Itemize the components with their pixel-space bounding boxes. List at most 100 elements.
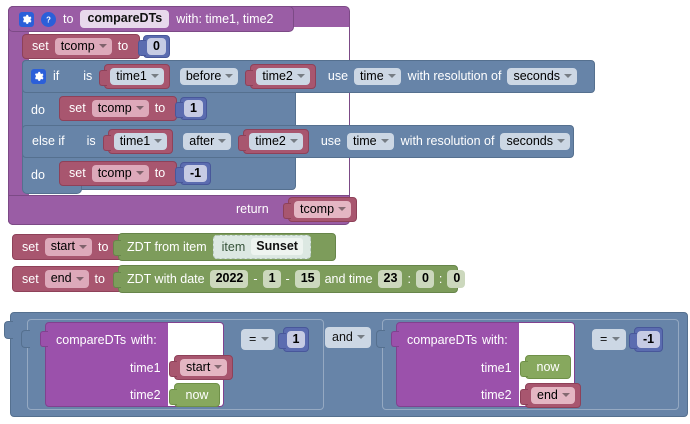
return-variable-block[interactable]: tcomp <box>283 197 358 222</box>
resolution-label: with resolution of <box>407 69 502 84</box>
date-separator-2: - <box>285 271 290 286</box>
now-label: now <box>185 388 209 402</box>
to-label: to <box>154 101 166 116</box>
variable-dropdown-tcomp[interactable]: tcomp <box>91 99 149 118</box>
comparator-dropdown-left[interactable]: = <box>241 329 276 350</box>
number-value[interactable]: -1 <box>183 164 208 183</box>
variable-dropdown[interactable]: end <box>531 386 575 405</box>
input-tab <box>113 272 121 288</box>
operator-dropdown-after[interactable]: after <box>183 132 232 151</box>
to-label: to <box>98 239 109 254</box>
output-tab <box>4 321 13 339</box>
variable-block-start[interactable]: start <box>169 355 234 380</box>
zdt-with-date-block[interactable]: ZDT with date 2022 - 1 - 15 and time 23 … <box>113 265 466 293</box>
month-field[interactable]: 1 <box>262 270 281 288</box>
variable-dropdown-end[interactable]: end <box>44 270 89 288</box>
item-sunset-block[interactable]: item Sunset <box>212 235 311 259</box>
variable-dropdown-tcomp[interactable]: tcomp <box>54 37 112 56</box>
call-right-name: compareDTs <box>407 333 478 347</box>
number-block-compare-left[interactable]: 1 <box>278 327 309 352</box>
elseif-label: else if <box>32 134 65 149</box>
input-tab <box>391 331 399 347</box>
variable-dropdown[interactable]: time1 <box>113 132 168 151</box>
help-icon[interactable]: ? <box>41 11 56 27</box>
input-tab <box>629 333 637 349</box>
set-tcomp-block-1[interactable]: set tcomp to <box>59 96 177 121</box>
number-block-1[interactable]: 1 <box>175 97 207 120</box>
to-label: to <box>154 166 166 181</box>
number-block-minus1[interactable]: -1 <box>175 162 211 185</box>
variable-dropdown[interactable]: time2 <box>249 132 303 151</box>
if-condition-row-2[interactable]: else if is time1 after time2 use time <box>22 125 574 158</box>
second-field[interactable]: 0 <box>447 270 466 288</box>
variable-block-time1[interactable]: time1 <box>99 64 170 89</box>
call-right-arg1-label: time1 <box>481 361 512 375</box>
day-field[interactable]: 15 <box>294 270 320 288</box>
operator-dropdown-before[interactable]: before <box>179 67 239 86</box>
return-label: return <box>236 202 269 216</box>
number-value[interactable]: -1 <box>636 330 661 349</box>
variable-dropdown[interactable]: time2 <box>256 67 310 86</box>
item-value[interactable]: Sunset <box>251 238 303 255</box>
gear-icon[interactable] <box>19 11 34 27</box>
variable-block-time1[interactable]: time1 <box>102 129 174 154</box>
set-tcomp-block-2[interactable]: set tcomp to <box>59 161 177 186</box>
variable-block-time2[interactable]: time2 <box>245 64 316 89</box>
input-tab <box>278 333 286 349</box>
call-right-with-label: with: <box>482 333 508 347</box>
now-label: now <box>536 360 560 374</box>
input-tab <box>113 240 121 256</box>
set-label: set <box>22 239 39 254</box>
set-label: set <box>22 271 39 286</box>
resolution-dropdown-seconds[interactable]: seconds <box>507 67 578 86</box>
variable-dropdown[interactable]: start <box>180 358 228 377</box>
to-label: to <box>117 39 129 54</box>
now-block-left[interactable]: now <box>169 383 220 407</box>
input-tab <box>138 40 146 56</box>
if-condition-row-1[interactable]: if is time1 before time2 use time <box>22 60 595 93</box>
minute-field[interactable]: 0 <box>415 270 434 288</box>
call-left-with-label: with: <box>131 333 157 347</box>
year-field[interactable]: 2022 <box>209 270 249 288</box>
variable-dropdown-start[interactable]: start <box>44 238 92 256</box>
item-label: item <box>221 239 246 254</box>
number-value[interactable]: 1 <box>184 99 203 118</box>
gear-icon[interactable] <box>31 69 46 84</box>
do-label-2: do <box>31 168 45 182</box>
input-tab <box>520 389 528 405</box>
procedure-header[interactable]: ? to compareDTs with: time1, time2 <box>8 6 294 32</box>
input-tab <box>175 167 183 183</box>
input-tab <box>283 203 291 219</box>
variable-block-time2[interactable]: time2 <box>238 129 309 154</box>
call-left-arg2-label: time2 <box>130 388 161 402</box>
and-time-label: and time <box>324 271 373 286</box>
variable-dropdown[interactable]: time1 <box>110 67 164 86</box>
use-dropdown-time[interactable]: time <box>354 67 401 86</box>
variable-dropdown[interactable]: tcomp <box>294 200 352 219</box>
is-label: is <box>86 134 96 149</box>
if-label: if <box>53 69 60 84</box>
input-tab <box>175 102 183 118</box>
procedure-name-field[interactable]: compareDTs <box>80 10 170 28</box>
use-dropdown-time[interactable]: time <box>347 132 394 151</box>
date-separator-1: - <box>253 271 258 286</box>
set-end-block[interactable]: set end to <box>12 266 122 292</box>
variable-block-end[interactable]: end <box>520 383 581 408</box>
set-start-block[interactable]: set start to <box>12 234 122 260</box>
number-value[interactable]: 0 <box>147 37 166 56</box>
and-operator-dropdown[interactable]: and <box>325 327 371 348</box>
number-value[interactable]: 1 <box>286 330 306 349</box>
right-operand-tab <box>376 330 385 348</box>
comparator-dropdown-right[interactable]: = <box>592 329 627 350</box>
hour-field[interactable]: 23 <box>377 270 403 288</box>
set-tcomp-init-block[interactable]: set tcomp to <box>22 34 140 59</box>
number-block-compare-right[interactable]: -1 <box>629 327 663 352</box>
number-block-0[interactable]: 0 <box>138 35 170 58</box>
now-block-right[interactable]: now <box>520 355 571 379</box>
and-right-operand-frame <box>382 319 679 410</box>
input-tab <box>238 135 247 151</box>
resolution-dropdown-seconds[interactable]: seconds <box>500 132 571 151</box>
zdt-from-item-block[interactable]: ZDT from item item Sunset <box>113 233 336 261</box>
variable-dropdown-tcomp[interactable]: tcomp <box>91 164 149 183</box>
